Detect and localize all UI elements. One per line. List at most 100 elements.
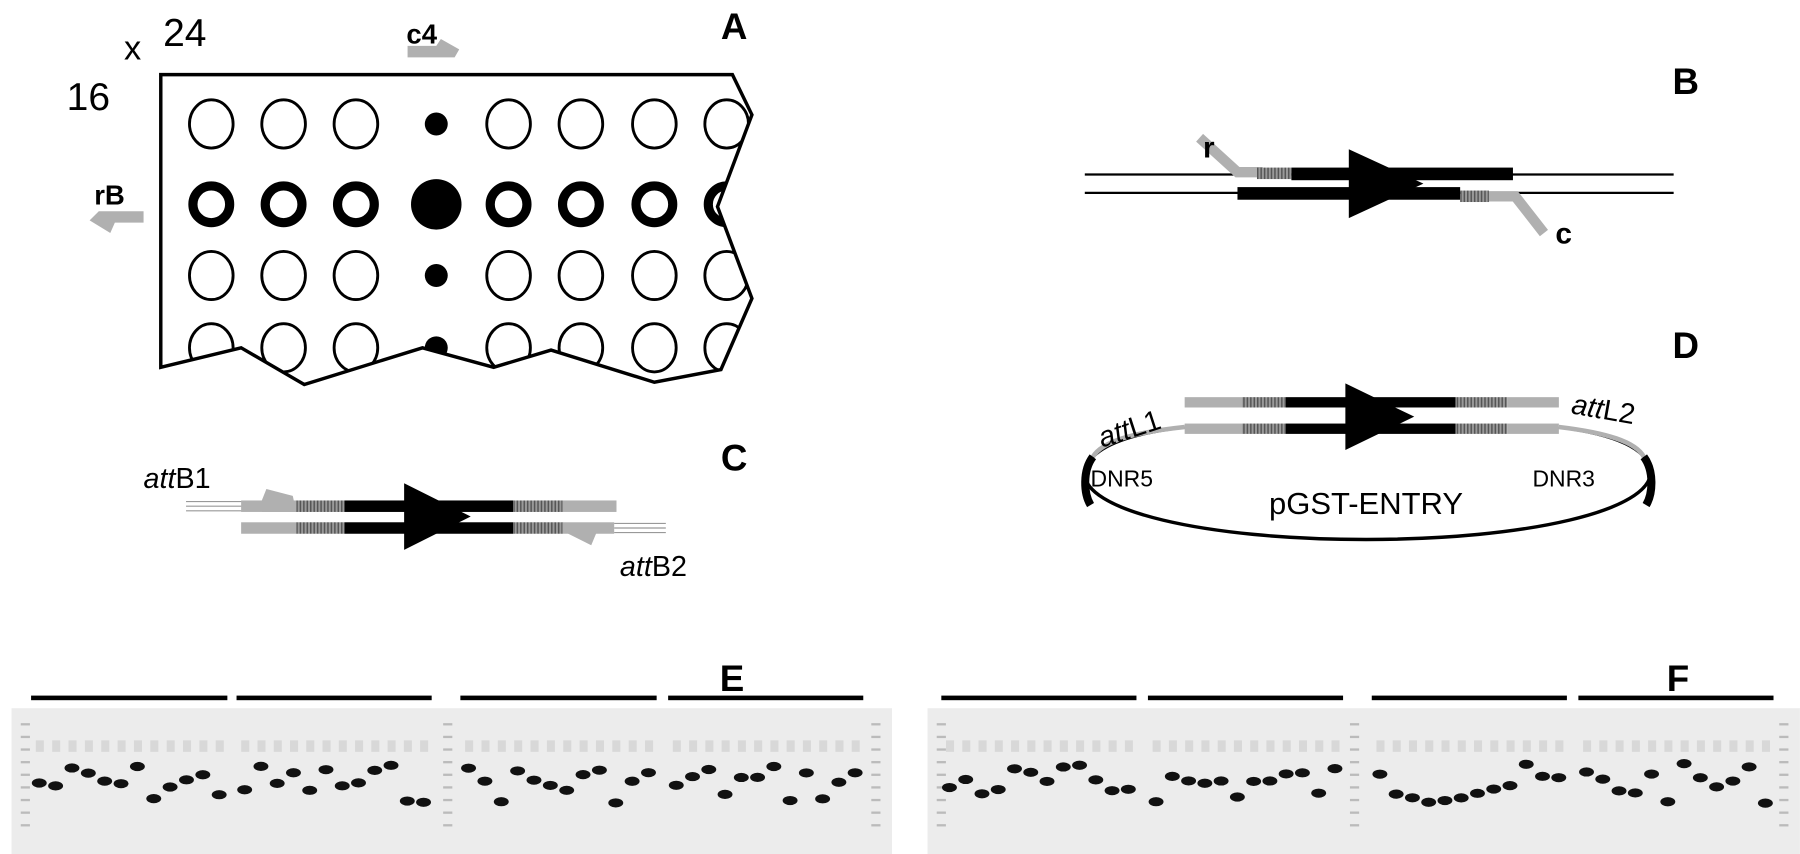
primer-c-icon — [1486, 191, 1549, 237]
faint-band — [1376, 740, 1385, 752]
faint-band — [721, 740, 730, 752]
ladder-band — [936, 773, 946, 776]
faint-band — [530, 740, 539, 752]
ladder-band — [443, 811, 453, 814]
faint-band — [1124, 740, 1133, 752]
ladder-band — [443, 735, 453, 739]
faint-band — [1696, 740, 1705, 752]
lane-group-bar — [31, 695, 228, 701]
lane-group-bar — [1371, 695, 1567, 701]
faint-band — [215, 740, 224, 752]
rows-count: 16 — [67, 76, 110, 119]
faint-band — [851, 740, 860, 752]
faint-band — [835, 740, 844, 752]
faint-band — [1298, 740, 1308, 752]
gel-band — [847, 768, 863, 778]
faint-band — [257, 740, 266, 752]
gel-band — [766, 761, 782, 772]
panel-label-b: B — [1673, 61, 1700, 102]
ladder-band — [1779, 735, 1789, 739]
ladder-band — [1779, 761, 1789, 764]
gel-band — [1535, 771, 1550, 781]
gel-band — [253, 761, 269, 771]
faint-band — [672, 740, 681, 752]
faint-band — [1331, 740, 1340, 752]
faint-band — [1583, 740, 1592, 752]
gel-band — [1229, 792, 1245, 802]
gel-band — [80, 768, 96, 778]
ladder-band — [1779, 748, 1789, 751]
well — [631, 98, 678, 150]
lane-group-bar — [1147, 695, 1344, 701]
faint-band — [1392, 740, 1401, 752]
gel-band — [701, 764, 717, 775]
faint-band — [1076, 740, 1085, 752]
gel-band — [195, 770, 211, 780]
faint-band — [371, 740, 380, 752]
ladder-band — [936, 735, 946, 739]
faint-band — [546, 740, 555, 752]
faint-band — [35, 740, 44, 752]
gel-band — [113, 779, 129, 789]
gel-band — [97, 776, 113, 786]
ladder-band — [871, 723, 881, 726]
lane-group-bar — [668, 695, 864, 701]
faint-band — [689, 740, 698, 752]
gel-band — [1421, 797, 1437, 807]
gel-band — [750, 772, 766, 782]
faint-band — [481, 740, 490, 752]
ladder-band — [443, 798, 453, 802]
gel-band — [1388, 789, 1404, 799]
gel-band — [1502, 781, 1518, 791]
ladder-band — [936, 761, 946, 764]
gel-band — [48, 781, 64, 791]
well — [557, 249, 605, 302]
ladder-band — [20, 798, 30, 802]
well-positive-ring — [631, 181, 678, 228]
gel-band — [815, 794, 831, 804]
faint-band — [946, 740, 955, 752]
well — [485, 249, 532, 302]
gel-band — [399, 796, 415, 806]
dnr5-label: DNR5 — [1091, 466, 1153, 492]
gene-arrow-icon — [1345, 383, 1415, 450]
gel-band — [1181, 776, 1197, 786]
panel-label-d: D — [1673, 325, 1700, 366]
faint-band — [1059, 740, 1068, 752]
ladder-band — [936, 811, 946, 814]
gel-band — [782, 795, 798, 806]
gel-band — [559, 785, 575, 795]
faint-band — [754, 740, 763, 752]
gel-band — [1007, 764, 1022, 774]
faint-band — [465, 740, 474, 752]
well-positive — [411, 179, 462, 230]
faint-band — [628, 740, 637, 752]
gel-band — [1595, 774, 1611, 784]
gel-band — [1627, 788, 1643, 798]
gel-band — [1246, 776, 1262, 787]
well-positive-ring — [485, 181, 532, 228]
faint-band — [290, 740, 299, 752]
ladder-band — [871, 748, 881, 751]
panel-c: C attB1 attB2 — [144, 438, 748, 584]
gel-band — [416, 797, 432, 807]
faint-band — [1092, 740, 1101, 752]
attb2-label: attB2 — [620, 551, 687, 583]
ladder-band — [1349, 723, 1360, 726]
ladder-band — [936, 748, 946, 751]
ladder-band — [1349, 786, 1360, 789]
gel-band — [1660, 797, 1676, 807]
well — [485, 322, 532, 374]
gel-band — [1551, 773, 1567, 783]
gel-band — [1327, 764, 1343, 774]
faint-band — [117, 740, 126, 752]
well-plate — [188, 98, 750, 374]
faint-band — [1474, 740, 1483, 752]
faint-band — [1599, 740, 1608, 752]
gel-band — [1072, 760, 1088, 770]
faint-band — [786, 740, 795, 752]
faint-band — [1201, 740, 1210, 752]
gel-band — [641, 768, 656, 778]
gel-band — [1055, 762, 1071, 772]
